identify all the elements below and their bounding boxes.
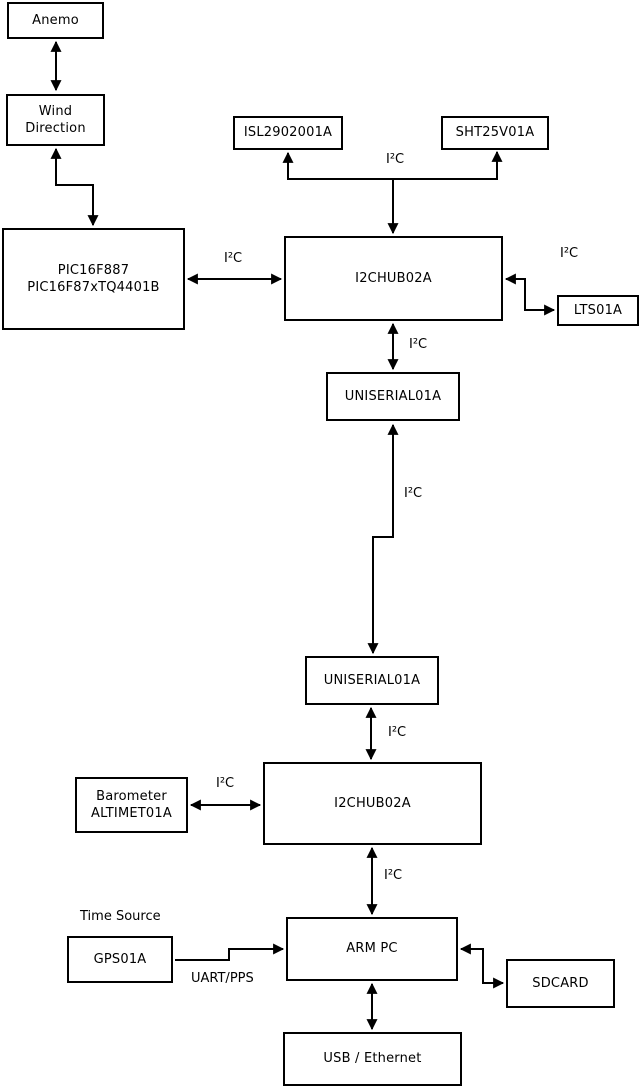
block-lts-sensor-label: LTS01A (573, 302, 623, 318)
block-usb-ethernet: USB / Ethernet (283, 1032, 462, 1086)
time-source-label: Time Source (80, 909, 161, 924)
block-uniserial-bottom: UNISERIAL01A (305, 656, 439, 705)
i2c-label-hub-armpc: I²C (384, 868, 403, 883)
block-uniserial-top-label: UNISERIAL01A (344, 388, 442, 404)
block-i2c-hub-bottom-label: I2CHUB02A (334, 795, 411, 811)
block-pic-label-line2: PIC16F87xTQ4401B (27, 280, 160, 295)
block-i2c-hub-top: I2CHUB02A (284, 236, 503, 321)
i2c-label-hub-uniserial-top: I²C (409, 337, 428, 352)
i2c-label-sensors-branch: I²C (386, 152, 405, 167)
block-wind-direction: Wind Direction (6, 94, 105, 146)
block-lts-sensor: LTS01A (557, 295, 639, 326)
block-i2c-hub-bottom: I2CHUB02A (263, 762, 482, 845)
block-barometer-label-line2: ALTIMET01A (91, 806, 172, 821)
block-barometer: Barometer ALTIMET01A (75, 777, 188, 833)
block-sht-sensor-label: SHT25V01A (455, 125, 535, 141)
block-gps-label: GPS01A (93, 951, 147, 967)
i2c-label-uniserial-link: I²C (404, 486, 423, 501)
block-i2c-hub-top-label: I2CHUB02A (355, 270, 432, 286)
block-pic-controller: PIC16F887 PIC16F87xTQ4401B (2, 228, 185, 330)
connector-uniserial-top-uniserial-bottom (367, 423, 399, 655)
block-arm-pc-label: ARM PC (346, 941, 398, 957)
block-anemo: Anemo (7, 2, 104, 39)
connector-i2chub-top-lts (504, 273, 556, 316)
block-isl-sensor-label: ISL2902001A (243, 125, 333, 141)
block-isl-sensor: ISL2902001A (233, 116, 343, 150)
i2c-label-pic-hub: I²C (224, 251, 243, 266)
i2c-label-barometer: I²C (216, 776, 235, 791)
connector-gps-armpc (175, 943, 285, 961)
block-uniserial-bottom-label: UNISERIAL01A (323, 672, 421, 688)
block-anemo-label: Anemo (32, 12, 79, 28)
block-usb-ethernet-label: USB / Ethernet (323, 1051, 422, 1067)
block-sdcard-label: SDCARD (532, 975, 589, 991)
block-wind-direction-label-line2: Direction (25, 121, 86, 136)
block-uniserial-top: UNISERIAL01A (326, 372, 460, 421)
i2c-label-lts: I²C (560, 246, 579, 261)
uart-pps-label: UART/PPS (191, 971, 254, 986)
block-sht-sensor: SHT25V01A (441, 116, 549, 150)
block-gps: GPS01A (67, 936, 173, 983)
block-wind-direction-label-line1: Wind (38, 103, 73, 119)
block-barometer-label-line1: Barometer (96, 788, 167, 804)
connector-winddirection-pic (50, 147, 99, 227)
block-arm-pc: ARM PC (286, 917, 458, 981)
i2c-label-uniserial-hub-bottom: I²C (388, 725, 407, 740)
block-sdcard: SDCARD (506, 959, 615, 1008)
block-pic-label-line1: PIC16F887 (57, 262, 130, 278)
connector-armpc-sdcard (459, 943, 505, 989)
